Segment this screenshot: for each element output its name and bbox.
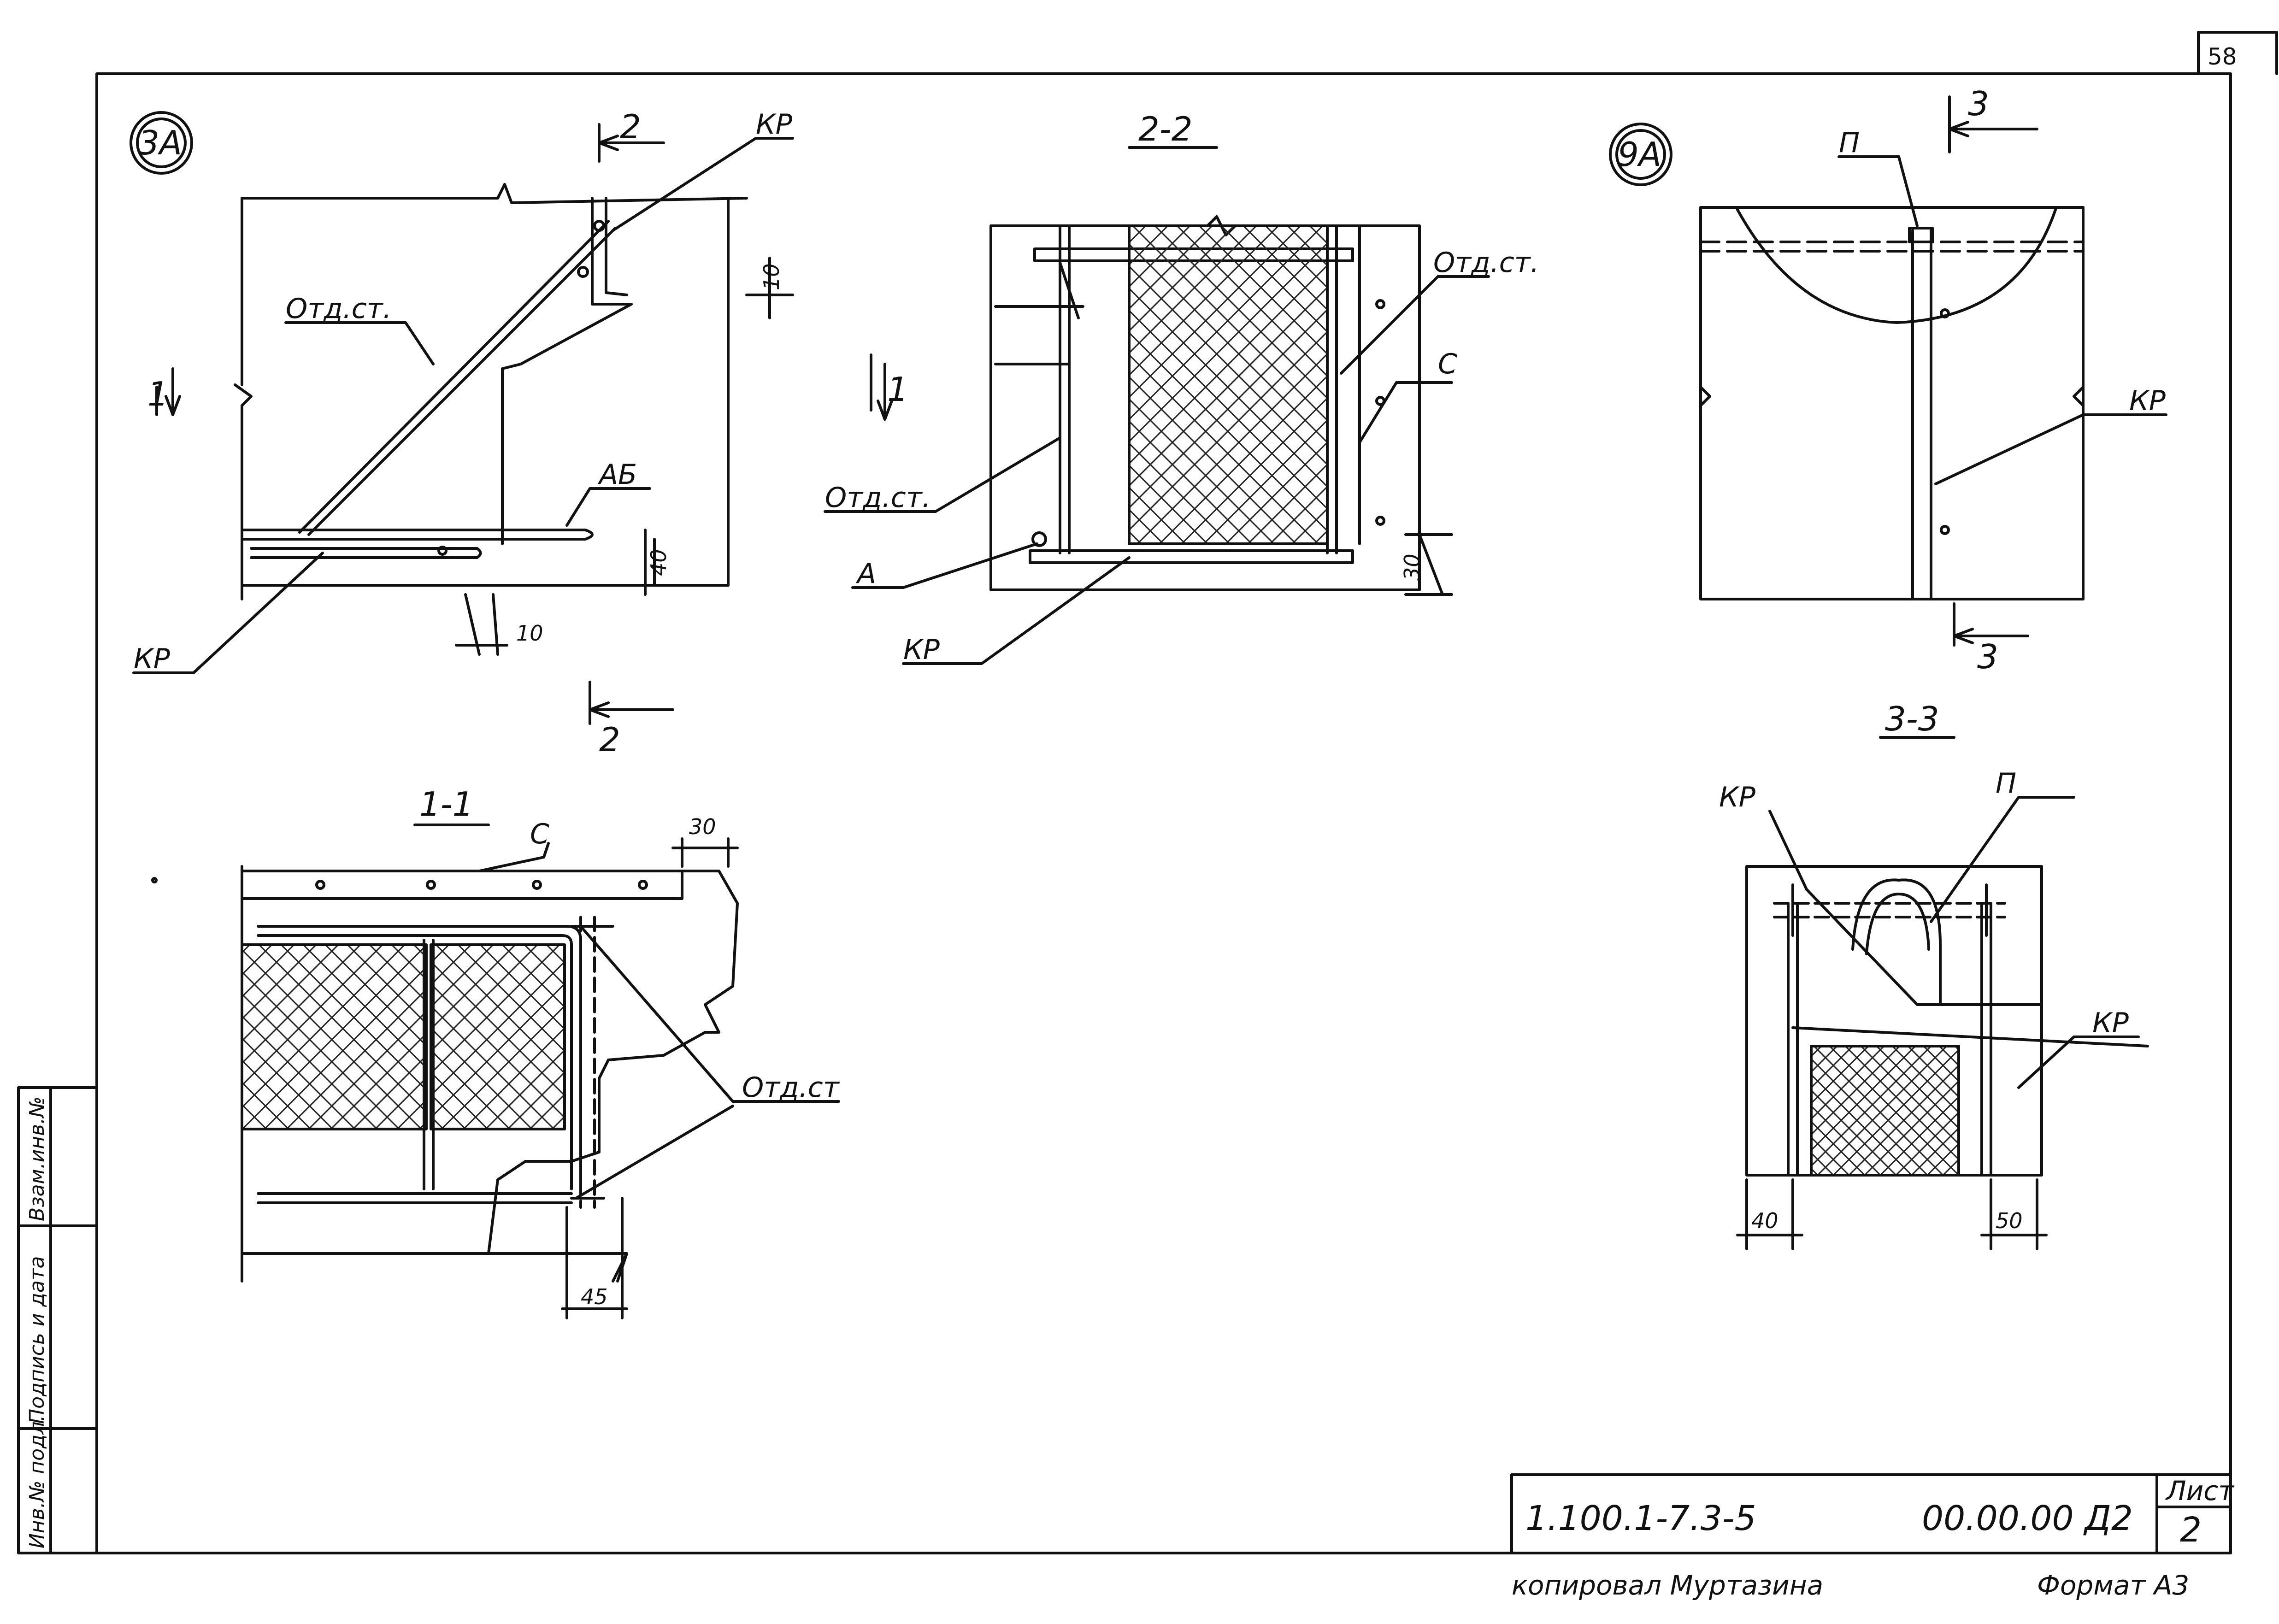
section-2-2-label-otd-st-left: Отд.ст. [825,482,931,514]
insulation-1-1-right [430,943,566,1130]
section-3-3-label-p: П [1996,767,2016,800]
detail-9a-marker: 9А [1618,135,1661,174]
section-2-2-label-otd-st-right: Отд.ст. [1433,247,1539,279]
doc-code: 1.100.1-7.3-5 [1525,1499,1756,1538]
detail-3a-label-kp-top: КР [756,108,793,141]
section-3-3 [1736,796,2149,1250]
detail-9a-label-p: П [1839,127,1860,159]
page-number: 58 [2208,43,2237,70]
section-3-3-title: 3-3 [1885,700,1939,738]
section-2-2-cut-1: 1 [887,370,908,409]
drawing-frame [17,31,2278,1554]
detail-3a-cut-2-bottom: 2 [599,720,620,759]
section-2-2-label-a: А [855,558,876,590]
copied-by: копировал Муртазина [1512,1570,1823,1601]
section-1-1-label-otd-st: Отд.ст [742,1071,840,1104]
insulation-3-3 [1810,1045,1960,1177]
section-2-2-label-c: С [1438,348,1457,380]
detail-9a-marker-circle [1609,123,1672,186]
detail-9a-cut-3-bottom: 3 [1977,637,1998,676]
detail-3a-dim-10-bottom: 10 [516,621,543,646]
detail-3a-cut-2-top: 2 [620,107,641,146]
detail-3a [130,111,794,725]
section-1-1-title: 1-1 [419,785,474,824]
detail-9a-cut-3-top: 3 [1968,84,1989,123]
section-1-1 [151,837,840,1319]
side-signature-date: Подпись и дата [25,1256,49,1424]
drawing-code: 00.00.00 Д2 [1922,1499,2133,1538]
detail-3a-dim-40: 40 [646,549,671,576]
section-3-3-label-kp-right: КР [2092,1007,2129,1039]
detail-3a-label-kp-bottom: КР [134,643,171,675]
detail-9a-label-kp: КР [2129,385,2166,417]
format: Формат А3 [2037,1570,2189,1601]
detail-3a-label-ab: АБ [597,459,637,491]
detail-3a-label-otd-st: Отд.ст. [286,293,392,325]
detail-3a-marker-circle [130,111,193,175]
section-3-3-dim-40: 40 [1751,1208,1778,1233]
section-2-2-title: 2-2 [1138,110,1193,148]
section-3-3-label-kp-top: КР [1719,781,1756,813]
detail-3a-cut-1: 1 [147,375,169,413]
detail-3a-marker: 3А [138,124,182,162]
section-1-1-label-c: С [530,818,549,850]
sheet-label: Лист [2165,1475,2235,1506]
sheet-number: 2 [2180,1510,2202,1550]
section-2-2-dim-30: 30 [1400,553,1425,581]
side-inv-no: Инв.№ подл. [25,1415,49,1548]
section-1-1-dim-30: 30 [689,814,716,839]
detail-9a [1609,95,2167,647]
insulation-2-2 [1128,224,1329,545]
insulation-1-1-left [241,943,428,1130]
detail-3a-dim-10-right: 10 [759,263,784,290]
side-replace-inv: Взам.инв.№ [25,1096,49,1221]
section-2-2 [824,215,1490,665]
section-1-1-dim-45: 45 [581,1284,608,1309]
section-2-2-label-kp: КР [903,634,940,666]
section-3-3-dim-50: 50 [1996,1208,2023,1233]
